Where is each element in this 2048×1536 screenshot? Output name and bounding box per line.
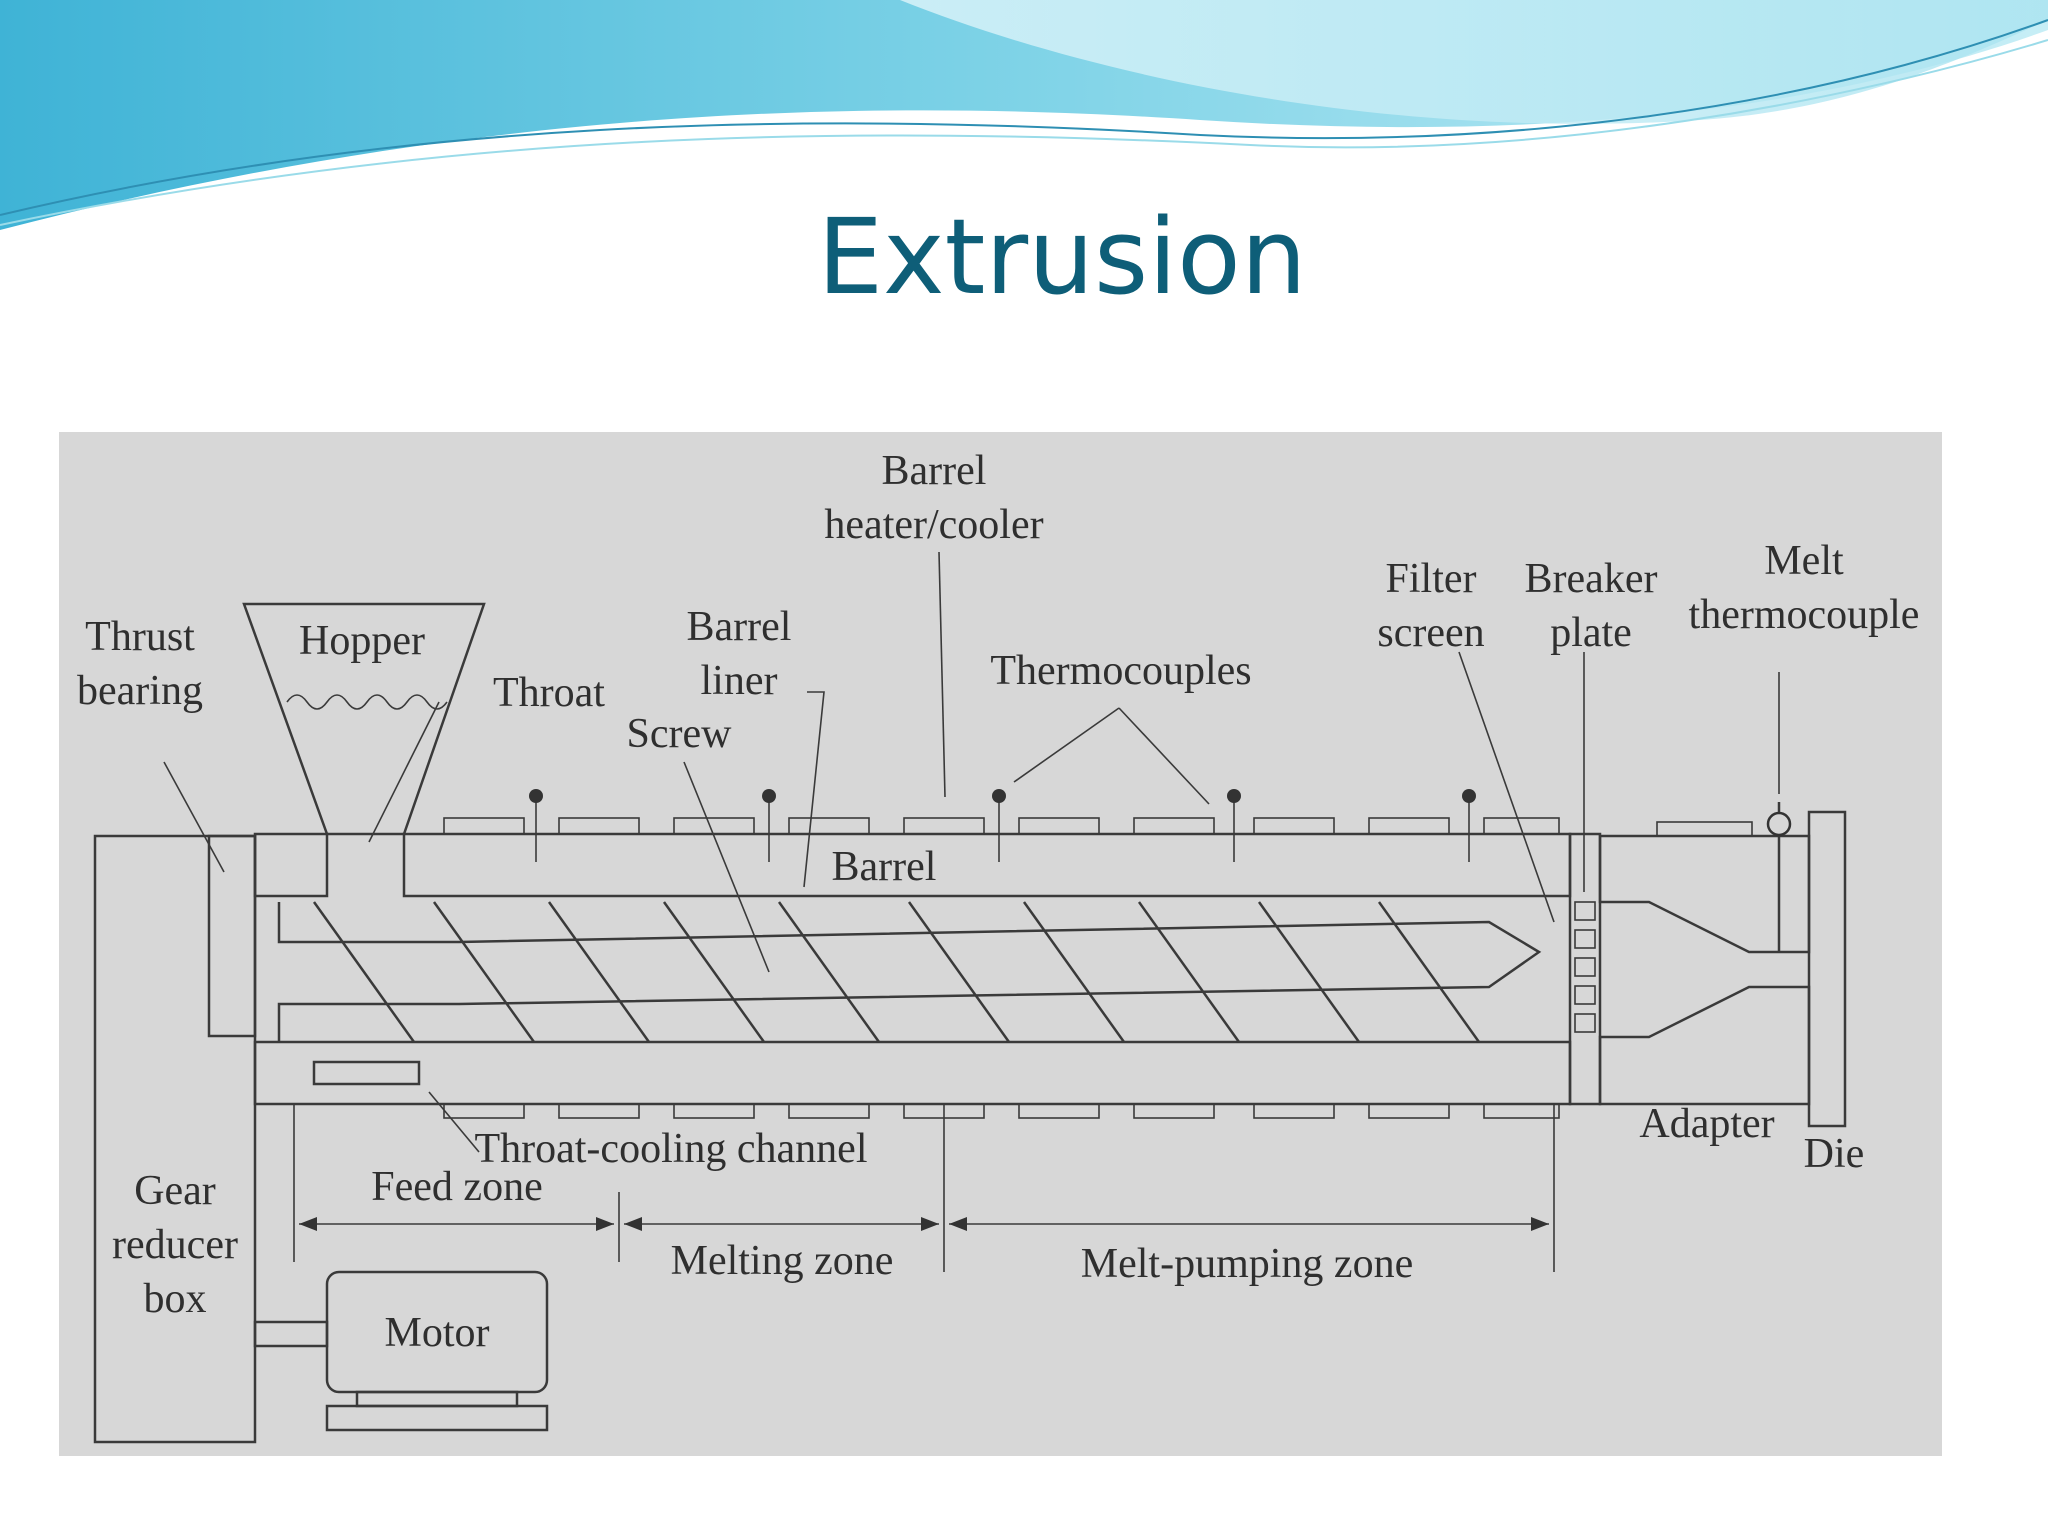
- svg-text:Thrust: Thrust: [85, 614, 195, 660]
- svg-text:screen: screen: [1377, 610, 1484, 656]
- svg-text:reducer: reducer: [112, 1222, 238, 1268]
- screw: [277, 901, 1542, 1043]
- label-hopper: Hopper: [299, 618, 425, 664]
- label-throat-cooling-channel: Throat-cooling channel: [474, 1126, 867, 1172]
- header-wave-decoration: [0, 0, 2048, 230]
- slide-title: Extrusion: [817, 196, 1307, 318]
- label-die: Die: [1804, 1131, 1865, 1177]
- svg-text:Barrel: Barrel: [882, 448, 987, 494]
- label-gear-reducer-box: Gear reducer box: [112, 1168, 238, 1322]
- label-screw: Screw: [627, 711, 733, 757]
- die: [1807, 810, 1847, 1128]
- melt-thermocouple: [1766, 802, 1792, 952]
- svg-text:Barrel: Barrel: [687, 604, 792, 650]
- svg-text:liner: liner: [701, 658, 778, 704]
- label-melt-thermocouple: Melt thermocouple: [1689, 538, 1920, 638]
- label-melting-zone: Melting zone: [671, 1238, 894, 1284]
- adapter-lower: [1598, 985, 1811, 1106]
- barrel-upper-wall-left: [253, 832, 329, 898]
- heater-bands-bottom: [443, 1103, 1560, 1119]
- throat-cooling-channel: [312, 1060, 421, 1086]
- svg-text:Melt: Melt: [1764, 538, 1844, 584]
- thermocouples: [529, 789, 1476, 862]
- hopper-material-wavy-line: [286, 694, 448, 710]
- label-motor: Motor: [385, 1310, 490, 1356]
- label-barrel-heater-cooler: Barrel heater/cooler: [824, 448, 1043, 548]
- zone-dimension-lines: [293, 1104, 1555, 1272]
- label-melt-pumping-zone: Melt-pumping zone: [1081, 1241, 1413, 1287]
- adapter: [1598, 834, 1811, 954]
- svg-text:heater/cooler: heater/cooler: [824, 502, 1043, 548]
- svg-text:box: box: [144, 1276, 207, 1322]
- svg-text:Filter: Filter: [1386, 556, 1477, 602]
- label-breaker-plate: Breaker plate: [1525, 556, 1658, 656]
- heater-bands-top: [443, 817, 1753, 837]
- svg-text:plate: plate: [1550, 610, 1632, 656]
- gear-reducer-box: [93, 834, 257, 1444]
- svg-text:bearing: bearing: [77, 668, 203, 714]
- label-feed-zone: Feed zone: [371, 1164, 542, 1210]
- label-barrel: Barrel: [832, 844, 937, 890]
- label-thrust-bearing: Thrust bearing: [77, 614, 203, 714]
- motor: [253, 1270, 549, 1432]
- svg-text:Breaker: Breaker: [1525, 556, 1658, 602]
- thrust-bearing: [207, 834, 257, 1038]
- extruder-diagram: Barrel heater/cooler Thrust bearing Hopp…: [59, 432, 1942, 1456]
- svg-text:thermocouple: thermocouple: [1689, 592, 1920, 638]
- breaker-plate: [1568, 832, 1602, 1106]
- label-barrel-liner: Barrel liner: [687, 604, 792, 704]
- svg-text:Gear: Gear: [134, 1168, 216, 1214]
- barrel-upper-wall: [402, 832, 1572, 898]
- label-adapter: Adapter: [1639, 1101, 1774, 1147]
- label-thermocouples: Thermocouples: [990, 648, 1251, 694]
- barrel-lower-wall: [253, 1040, 1572, 1106]
- label-filter-screen: Filter screen: [1377, 556, 1484, 656]
- leader-lines: [163, 551, 1780, 1153]
- label-throat: Throat: [493, 670, 605, 716]
